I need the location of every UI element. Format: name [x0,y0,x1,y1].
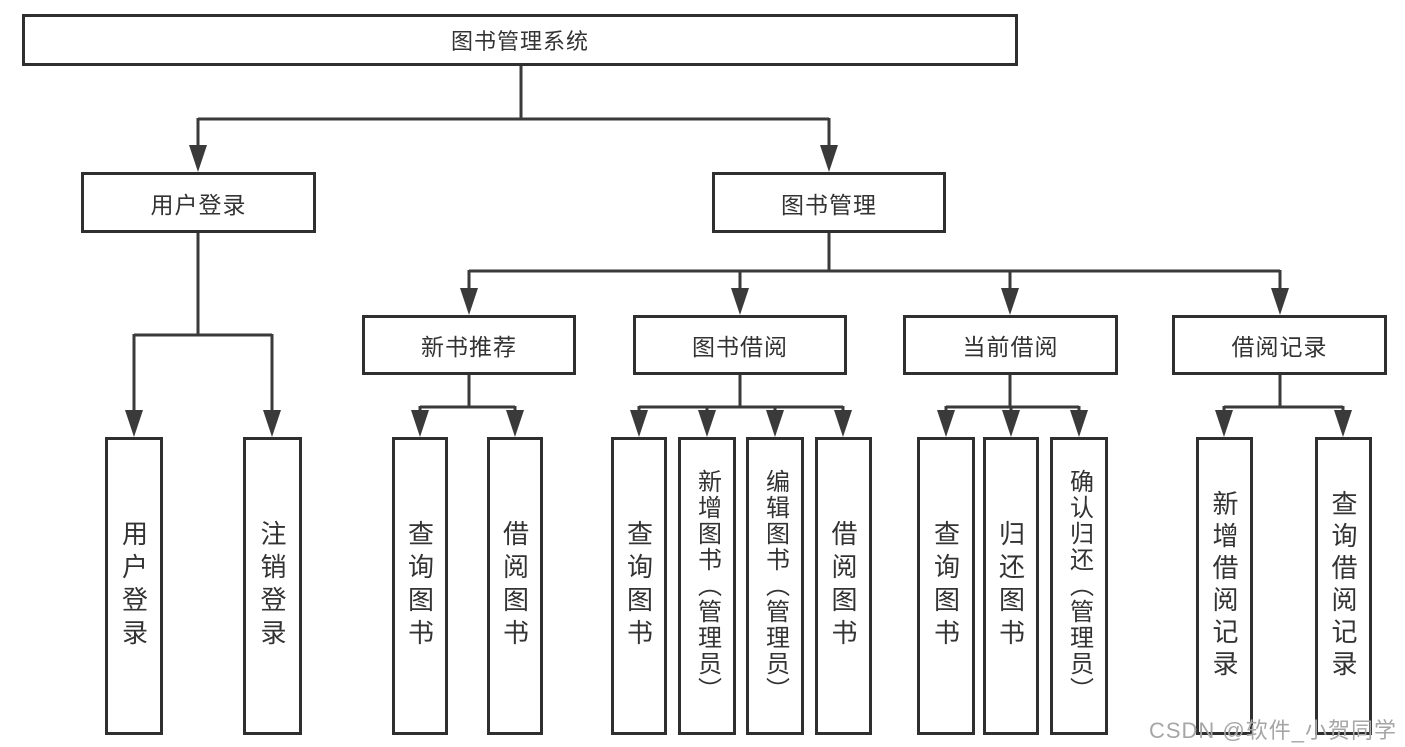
leaf-borrow-books-1: 借阅图书 [487,437,543,735]
leaf-logout: 注销登录 [243,437,302,735]
leaf-edit-books-admin-label: 编辑图书（管理员） [761,469,789,703]
node-user-login-branch: 用户登录 [81,172,316,233]
leaf-add-books-admin-label: 新增图书（管理员） [693,469,721,703]
leaf-logout-label: 注销登录 [257,520,287,652]
leaf-confirm-return-admin: 确认归还（管理员） [1050,437,1108,735]
node-current-borrowing: 当前借阅 [903,315,1118,375]
leaf-query-books-3-label: 查询图书 [930,520,961,652]
leaf-borrow-books-2: 借阅图书 [815,437,872,735]
csdn-watermark: CSDN @软件_小贺同学 [1148,718,1397,743]
node-new-book-recommend: 新书推荐 [362,315,576,375]
leaf-query-borrow-record-label: 查询借阅记录 [1328,490,1358,682]
leaf-query-books-1: 查询图书 [392,437,448,735]
arrowheads [125,145,1352,437]
leaf-confirm-return-admin-label: 确认归还（管理员） [1065,469,1093,703]
leaf-add-books-admin: 新增图书（管理员） [678,437,736,735]
leaf-query-books-1-label: 查询图书 [404,520,435,652]
leaf-return-books-label: 归还图书 [995,520,1026,652]
leaf-add-borrow-record-label: 新增借阅记录 [1209,490,1239,682]
leaf-return-books: 归还图书 [983,437,1039,735]
node-borrowing-records: 借阅记录 [1172,315,1387,375]
leaf-edit-books-admin: 编辑图书（管理员） [746,437,804,735]
leaf-query-books-2: 查询图书 [611,437,667,735]
leaf-user-login-label: 用户登录 [118,520,149,652]
leaf-add-borrow-record: 新增借阅记录 [1196,437,1253,735]
leaf-borrow-books-2-label: 借阅图书 [828,520,858,652]
node-book-management-branch: 图书管理 [712,172,946,233]
leaf-borrow-books-1-label: 借阅图书 [499,520,530,652]
leaf-query-books-2-label: 查询图书 [623,520,654,652]
leaf-query-books-3: 查询图书 [917,437,975,735]
node-book-borrowing: 图书借阅 [633,315,847,375]
leaf-user-login: 用户登录 [105,437,163,735]
leaf-query-borrow-record: 查询借阅记录 [1315,437,1372,735]
node-root-library-system: 图书管理系统 [22,14,1018,66]
